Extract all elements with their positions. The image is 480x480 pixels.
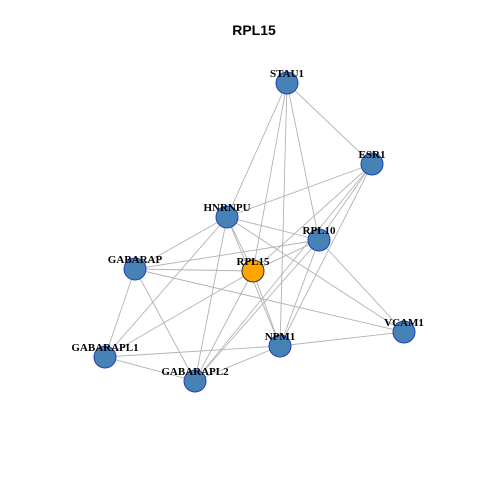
edge-npm1-gabarapl1	[104, 345, 281, 358]
node-hnrnpu[interactable]: HNRNPU	[203, 202, 251, 229]
edge-layer	[104, 82, 405, 382]
edge-esr1-npm1	[279, 163, 373, 347]
edge-esr1-rpl15	[252, 163, 373, 272]
node-label: STAU1	[270, 68, 304, 80]
edge-stau1-hnrnpu	[226, 82, 288, 218]
edge-esr1-hnrnpu	[226, 163, 373, 218]
edge-rpl10-gabarap	[134, 239, 320, 270]
node-rpl15[interactable]: RPL15	[237, 256, 271, 283]
node-circle[interactable]	[307, 228, 331, 252]
node-circle[interactable]	[215, 205, 239, 229]
node-gabarapl1[interactable]: GABARAPL1	[71, 342, 139, 369]
edge-rpl15-gabarapl1	[104, 270, 254, 358]
node-circle[interactable]	[392, 320, 416, 344]
edge-hnrnpu-gabarapl2	[194, 216, 228, 382]
edge-stau1-rpl10	[286, 82, 320, 241]
node-circle[interactable]	[123, 257, 147, 281]
graph-title: RPL15	[232, 22, 276, 38]
edge-rpl10-gabarapl2	[194, 239, 320, 382]
node-stau1[interactable]: STAU1	[270, 68, 304, 95]
edge-stau1-npm1	[279, 82, 288, 347]
edge-gabarapl1-gabarapl2	[104, 356, 196, 382]
node-circle[interactable]	[360, 152, 384, 176]
edge-npm1-vcam1	[279, 331, 405, 347]
node-vcam1[interactable]: VCAM1	[384, 317, 424, 344]
node-circle[interactable]	[183, 369, 207, 393]
node-circle[interactable]	[93, 345, 117, 369]
edge-hnrnpu-gabarap	[134, 216, 228, 270]
edge-gabarap-vcam1	[134, 268, 405, 333]
node-gabarap[interactable]: GABARAP	[108, 254, 163, 281]
node-label: GABARAPL2	[161, 366, 229, 378]
edge-esr1-rpl10	[318, 163, 373, 241]
node-label: GABARAPL1	[71, 342, 138, 354]
node-npm1[interactable]: NPM1	[265, 331, 296, 358]
node-circle[interactable]	[275, 71, 299, 95]
edge-npm1-gabarapl2	[194, 345, 281, 382]
edge-gabarap-rpl15	[134, 268, 254, 272]
edge-rpl15-npm1	[252, 270, 281, 347]
edge-gabarap-gabarapl2	[134, 268, 196, 382]
node-label: ESR1	[359, 149, 386, 161]
node-label: VCAM1	[384, 317, 424, 329]
node-rpl10[interactable]: RPL10	[303, 225, 337, 252]
edge-rpl10-rpl15	[252, 239, 320, 272]
edge-esr1-gabarapl2	[194, 163, 373, 382]
edge-hnrnpu-vcam1	[226, 216, 405, 333]
edge-stau1-esr1	[286, 82, 373, 165]
edge-gabarap-gabarapl1	[104, 268, 136, 358]
node-circle[interactable]	[268, 334, 292, 358]
edge-rpl15-gabarapl2	[194, 270, 254, 382]
node-label: HNRNPU	[203, 202, 250, 214]
edge-rpl10-npm1	[279, 239, 320, 347]
edge-hnrnpu-rpl10	[226, 216, 320, 241]
edge-stau1-rpl15	[252, 82, 288, 272]
node-gabarapl2[interactable]: GABARAPL2	[161, 366, 229, 393]
edge-rpl10-vcam1	[318, 239, 405, 333]
node-label: NPM1	[265, 331, 296, 343]
node-circle[interactable]	[241, 259, 265, 283]
node-esr1[interactable]: ESR1	[359, 149, 386, 176]
edge-hnrnpu-gabarapl1	[104, 216, 228, 358]
node-label: RPL15	[237, 256, 271, 268]
node-label: RPL10	[303, 225, 337, 237]
node-label: GABARAP	[108, 254, 163, 266]
